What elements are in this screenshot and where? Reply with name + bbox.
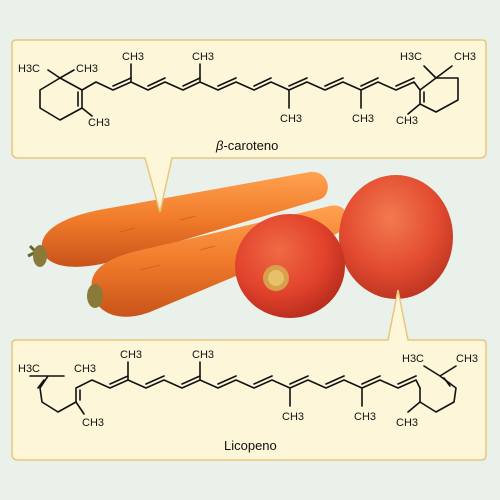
beta-gem-methyl-left-b: CH3: [76, 63, 98, 75]
lyco-bottom-methyl-2: CH3: [354, 411, 376, 423]
lyco-right-end-double: [443, 377, 451, 387]
lycopene-caption: Licopeno: [224, 438, 277, 453]
beta-name: -caroteno: [223, 138, 278, 153]
tomatoes-illustration: [235, 175, 453, 318]
lyco-bottom-methyl-1: CH3: [282, 411, 304, 423]
lyco-side-methyl-left: CH3: [82, 417, 104, 429]
beta-right-gem-methyls: [423, 65, 453, 79]
beta-gem-methyl-right-b: CH3: [454, 51, 476, 63]
lyco-top-methyl-2: CH3: [192, 349, 214, 361]
beta-ring-methyl-right: CH3: [396, 115, 418, 127]
lyco-right-end-bonds: [419, 365, 457, 413]
beta-gem-methyl-right-a: H3C: [400, 51, 422, 63]
lyco-top-methyl-1: CH3: [120, 349, 142, 361]
beta-top-methyl-2: CH3: [192, 51, 214, 63]
lyco-end-methyl-left-a: H3C: [18, 363, 40, 375]
beta-bottom-methyl-2: CH3: [352, 113, 374, 125]
lyco-left-end-double: [37, 379, 45, 389]
beta-right-ring-methyl: [407, 103, 421, 115]
lyco-end-methyl-right-b: CH3: [456, 353, 478, 365]
lyco-right-side-methyl: [407, 401, 421, 413]
beta-prefix: β: [215, 138, 224, 153]
beta-carotene-caption: β-caroteno: [215, 138, 278, 153]
lyco-left-side-methyl: [75, 401, 85, 415]
lycopene-callout-box: [11, 289, 487, 461]
beta-carotene-panel: H3C CH3 CH3 CH3 CH3 CH3 CH3 H3C CH3 CH3 …: [11, 39, 487, 213]
beta-gem-methyl-left-a: H3C: [18, 63, 40, 75]
lyco-end-methyl-left-b: CH3: [74, 363, 96, 375]
beta-top-methyl-1: CH3: [122, 51, 144, 63]
beta-left-ring-methyl: [81, 107, 93, 117]
lyco-left-end-bonds: [29, 375, 77, 413]
beta-chain-double-bonds: [112, 77, 415, 87]
beta-polyene-chain: [81, 81, 421, 91]
lyco-chain-double-bonds: [79, 375, 417, 401]
lyco-end-methyl-right-a: H3C: [402, 353, 424, 365]
beta-ring-methyl-left: CH3: [88, 117, 110, 129]
lyco-side-methyl-right: CH3: [396, 417, 418, 429]
lycopene-panel: H3C CH3 CH3 CH3 CH3 CH3 CH3 H3C CH3 CH3 …: [11, 289, 487, 461]
beta-bottom-methyl-1: CH3: [280, 113, 302, 125]
beta-left-gem-methyls: [47, 69, 75, 79]
lyco-polyene-chain: [75, 379, 421, 403]
